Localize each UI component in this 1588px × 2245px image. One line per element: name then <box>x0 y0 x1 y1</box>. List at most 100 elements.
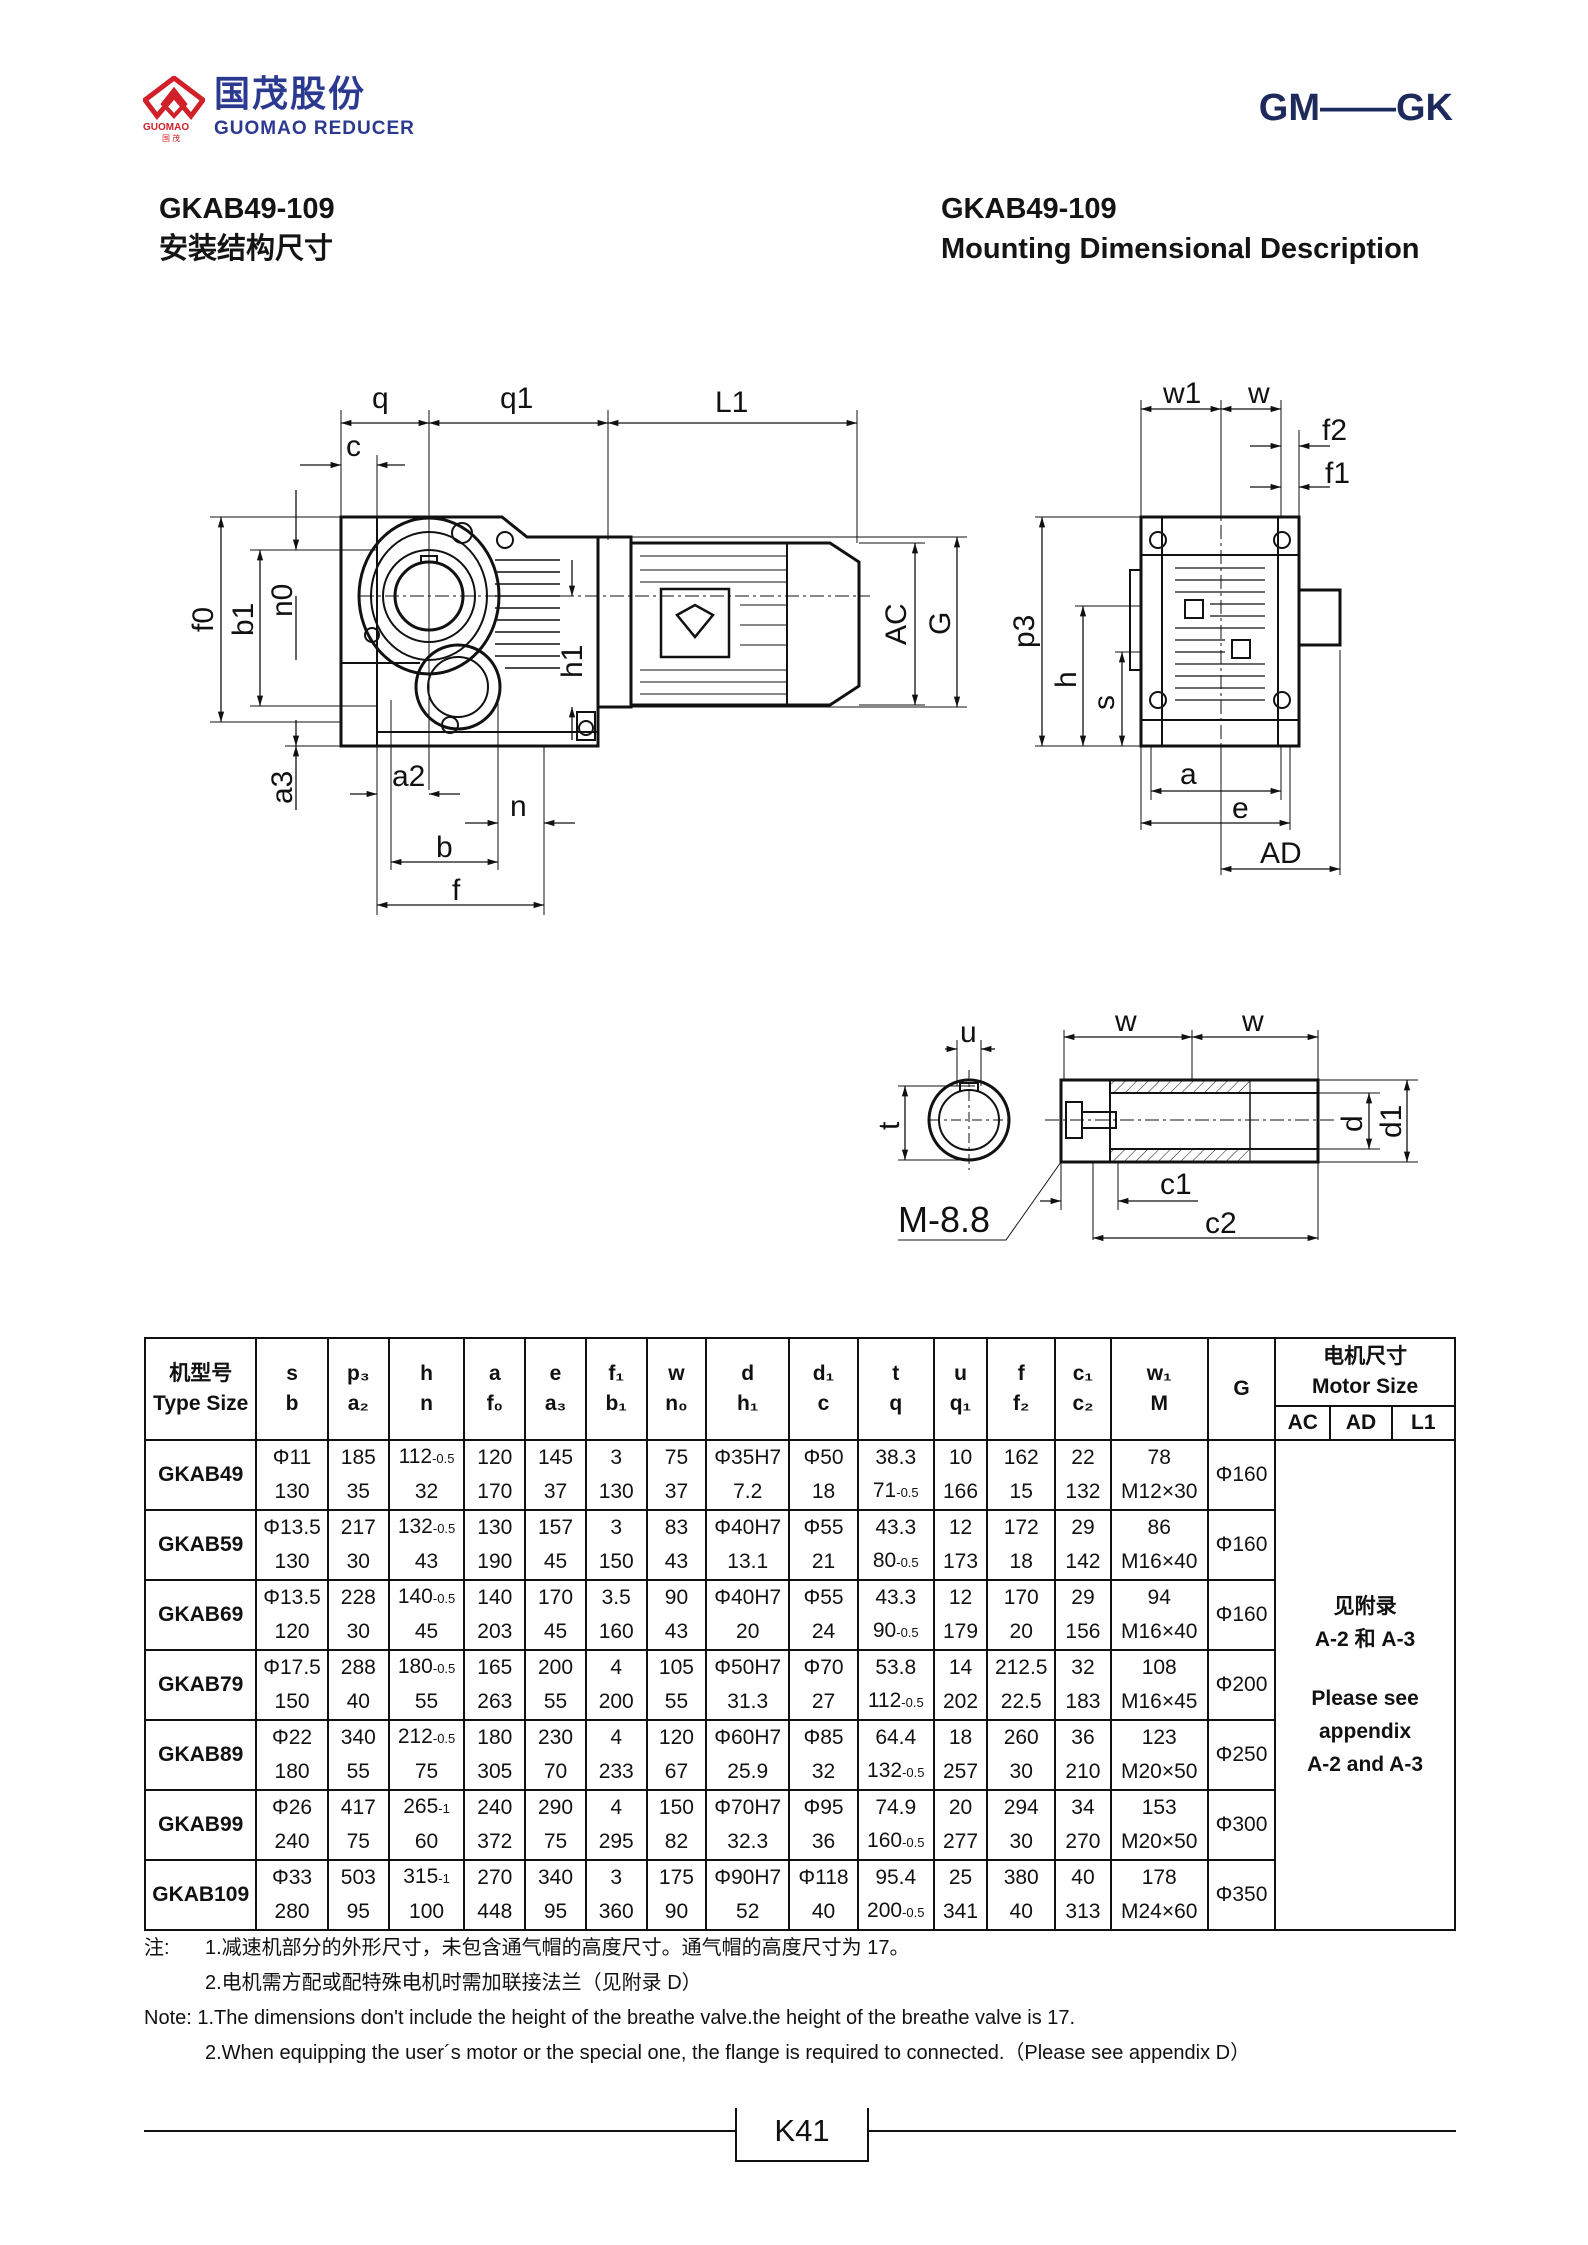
cell-p3-top: 217 <box>326 1509 390 1545</box>
dim-label-f: f <box>452 874 461 907</box>
cell-value: 31.3 <box>727 1690 769 1713</box>
tolerance: -0.5 <box>896 1625 919 1640</box>
dim-label-a3: a3 <box>266 771 299 804</box>
cell-d1-bottom: 24 <box>788 1615 859 1651</box>
dim-label-e: e <box>1232 792 1249 825</box>
cell-value: 202 <box>942 1690 979 1713</box>
type-size-cell: GKAB89 <box>143 1719 258 1791</box>
cell-w-bottom: 67 <box>645 1755 708 1791</box>
cell-value: 90 <box>872 1619 897 1642</box>
cell-value: Φ55 <box>803 1516 844 1539</box>
cell-c1-top: 36 <box>1054 1719 1112 1755</box>
title-left-model: GKAB49-109 <box>159 193 335 225</box>
cell-w1-top: 78 <box>1109 1439 1209 1475</box>
cell-w1-bottom: M24×60 <box>1109 1895 1209 1931</box>
cell-value: 95 <box>346 1900 370 1923</box>
hollow-shaft-drawing <box>898 1030 1418 1242</box>
cell-w1-top: 86 <box>1109 1509 1209 1545</box>
cell-h-bottom: 43 <box>387 1545 466 1581</box>
cell-e-bottom: 95 <box>524 1895 587 1931</box>
cell-s-top: Φ26 <box>255 1789 329 1825</box>
cell-value: 172 <box>1003 1516 1039 1539</box>
cell-c1-top: 32 <box>1054 1649 1112 1685</box>
cell-t-bottom: 112-0.5 <box>856 1685 935 1721</box>
cell-value: 294 <box>1003 1796 1039 1819</box>
cell-u-top: 20 <box>932 1789 989 1825</box>
cell-value: 288 <box>340 1656 376 1679</box>
cell-a-bottom: 170 <box>463 1475 527 1511</box>
header-top-label: p₃ <box>347 1362 370 1385</box>
cell-value: 75 <box>414 1760 439 1783</box>
cell-e-top: 200 <box>524 1649 587 1685</box>
header-top-label: s <box>286 1362 298 1385</box>
cell-value: 132 <box>1065 1480 1101 1503</box>
cell-value: 64.4 <box>875 1726 917 1749</box>
cell-p3-top: 340 <box>326 1719 390 1755</box>
tolerance: -0.5 <box>896 1555 919 1570</box>
cell-value: 170 <box>477 1480 513 1503</box>
title-left-desc: 安装结构尺寸 <box>159 233 334 265</box>
cell-p3-top: 228 <box>326 1579 390 1615</box>
cell-value: 37 <box>664 1480 689 1503</box>
cell-value: 150 <box>658 1796 694 1819</box>
header-top-label: w <box>668 1362 685 1385</box>
cell-value: 75 <box>543 1830 568 1853</box>
dim-label-n0: n0 <box>266 584 299 617</box>
cell-c1-top: 29 <box>1054 1579 1112 1615</box>
header-top-label: d₁ <box>812 1362 835 1385</box>
dim-label-ad: AD <box>1260 837 1302 870</box>
cell-value: 170 <box>537 1586 574 1609</box>
cell-value: 78 <box>1147 1446 1171 1469</box>
cell-value: 43.3 <box>875 1586 917 1609</box>
cell-value: 145 <box>537 1446 574 1469</box>
cell-value: 29 <box>1071 1586 1095 1609</box>
header-bottom-label: h₁ <box>736 1392 759 1415</box>
dim-label-u: u <box>960 1016 977 1049</box>
dim-label-p3: p3 <box>1008 615 1041 648</box>
dim-label-c1: c1 <box>1160 1168 1192 1201</box>
dim-label-d: d <box>1336 1115 1369 1132</box>
title-right-model: GKAB49-109 <box>941 193 1117 225</box>
cell-s-top: Φ13.5 <box>255 1509 329 1545</box>
cell-f1-bottom: 295 <box>584 1825 648 1861</box>
cell-value: 70 <box>543 1760 568 1783</box>
cell-h-top: 180-0.5 <box>387 1649 466 1685</box>
cell-w-top: 150 <box>645 1789 708 1825</box>
tolerance: -0.5 <box>432 1661 456 1676</box>
cell-value: 315 <box>403 1865 439 1888</box>
cell-value: 150 <box>274 1690 310 1713</box>
company-name-cn: 国茂股份 <box>214 73 367 114</box>
cell-d1-top: Φ50 <box>788 1439 859 1475</box>
header-motor-ac: AC <box>1274 1405 1332 1441</box>
cell-p3-bottom: 40 <box>326 1685 390 1721</box>
cell-t-top: 43.3 <box>856 1579 935 1615</box>
cell-c1-bottom: 210 <box>1054 1755 1112 1791</box>
cell-d1-top: Φ85 <box>788 1719 859 1755</box>
cell-value: 80 <box>872 1549 897 1572</box>
type-size-cell: GKAB69 <box>143 1579 258 1651</box>
cell-value: 21 <box>811 1550 836 1573</box>
cell-d-top: Φ60H7 <box>705 1719 791 1755</box>
cell-w1-top: 153 <box>1109 1789 1209 1825</box>
cell-d1-top: Φ55 <box>788 1579 859 1615</box>
cell-value: 100 <box>409 1900 445 1923</box>
cell-value: Φ95 <box>803 1796 844 1819</box>
header-type-en: Type Size <box>153 1392 249 1415</box>
cell-value: 123 <box>1141 1726 1177 1749</box>
motor-note-line: A-2 和 A-3 <box>1314 1627 1416 1651</box>
cell-value: Φ33 <box>271 1866 313 1889</box>
cell-w-top: 83 <box>645 1509 708 1545</box>
cell-g: Φ300 <box>1206 1789 1277 1861</box>
cell-s-top: Φ22 <box>255 1719 329 1755</box>
cell-value: 75 <box>346 1830 370 1853</box>
cell-value: 217 <box>340 1516 376 1539</box>
cell-value: 165 <box>477 1656 513 1679</box>
cell-w-bottom: 82 <box>645 1825 708 1861</box>
